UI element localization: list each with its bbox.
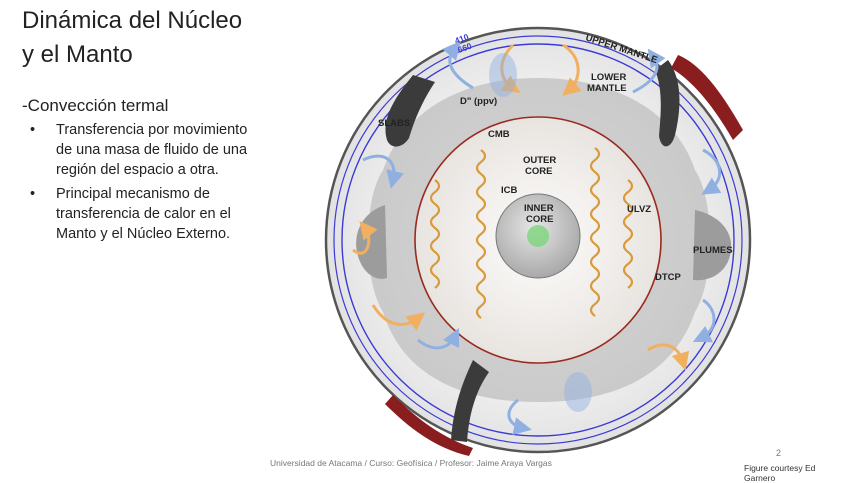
label-plumes: PLUMES bbox=[693, 245, 733, 256]
label-inner-core-2: CORE bbox=[526, 214, 553, 225]
cold-blob bbox=[489, 53, 517, 97]
label-410: 410 bbox=[453, 32, 470, 46]
helix bbox=[622, 179, 634, 289]
hot-arrow bbox=[562, 43, 582, 96]
slab-right bbox=[655, 60, 680, 147]
title-line-1: Dinámica del Núcleo bbox=[22, 7, 243, 34]
bullet-item: • Principal mecanismo de transferencia d… bbox=[22, 184, 267, 244]
boundary-410 bbox=[333, 35, 743, 445]
slab-left bbox=[385, 75, 435, 147]
cold-arrow bbox=[417, 327, 460, 350]
helix bbox=[475, 149, 487, 319]
cold-arrow bbox=[632, 48, 666, 94]
label-lower-mantle-2: MANTLE bbox=[587, 83, 627, 94]
convection-arrows bbox=[352, 41, 722, 436]
helix bbox=[589, 147, 601, 317]
label-outer-core-1: OUTER bbox=[523, 155, 556, 166]
label-outer-core-2: CORE bbox=[525, 166, 552, 177]
subduction-plate-bottom-left bbox=[385, 395, 473, 456]
bullet-symbol: • bbox=[30, 186, 36, 202]
label-660: 660 bbox=[456, 41, 473, 55]
label-icb: ICB bbox=[501, 185, 518, 196]
cold-arrow bbox=[442, 41, 474, 90]
helix bbox=[429, 179, 441, 289]
cold-arrow bbox=[362, 154, 404, 189]
bullet-text: Transferencia por movimiento de una masa… bbox=[56, 122, 248, 178]
subheading: -Convección termal bbox=[22, 96, 169, 115]
bullet-text: Principal mecanismo de transferencia de … bbox=[56, 186, 231, 242]
hot-arrow bbox=[647, 343, 690, 371]
label-d-double-prime: D" (ppv) bbox=[460, 96, 497, 107]
label-dtcp: DTCP bbox=[655, 272, 682, 283]
label-lower-mantle-1: LOWER bbox=[591, 72, 626, 83]
slide-title: Dinámica del Núcleo y el Manto bbox=[22, 4, 242, 72]
slab-bottom bbox=[451, 360, 489, 442]
cold-arrow bbox=[507, 398, 532, 436]
hot-arrow bbox=[500, 43, 521, 93]
title-line-2: y el Manto bbox=[22, 41, 133, 68]
plume-right bbox=[693, 210, 732, 281]
cold-arrow bbox=[701, 148, 722, 195]
bullet-symbol: • bbox=[30, 122, 36, 138]
page-number: 2 bbox=[776, 448, 782, 458]
bullet-list: • Transferencia por movimiento de una ma… bbox=[22, 120, 267, 248]
label-inner-core-1: INNER bbox=[524, 203, 554, 214]
subduction-plate-top-right bbox=[671, 55, 743, 140]
cold-blob bbox=[564, 372, 592, 412]
label-cmb: CMB bbox=[488, 129, 510, 140]
innermost-core bbox=[527, 225, 549, 247]
bullet-item: • Transferencia por movimiento de una ma… bbox=[22, 120, 267, 180]
label-slabs: SLABS bbox=[378, 118, 410, 129]
label-ulvz: ULVZ bbox=[627, 204, 651, 215]
convection-helices bbox=[429, 147, 634, 319]
footer-text: Universidad de Atacama / Curso: Geofísic… bbox=[270, 458, 552, 468]
figure-credit: Figure courtesy Ed Garnero bbox=[744, 463, 816, 483]
boundary-660 bbox=[341, 43, 735, 437]
cold-arrow bbox=[692, 298, 716, 343]
earth-cross-section-diagram: 410 660 UPPER MANTLE LOWER MANTLE D" (pp… bbox=[324, 26, 752, 456]
hot-arrow bbox=[371, 304, 426, 331]
hot-arrow bbox=[352, 220, 378, 255]
